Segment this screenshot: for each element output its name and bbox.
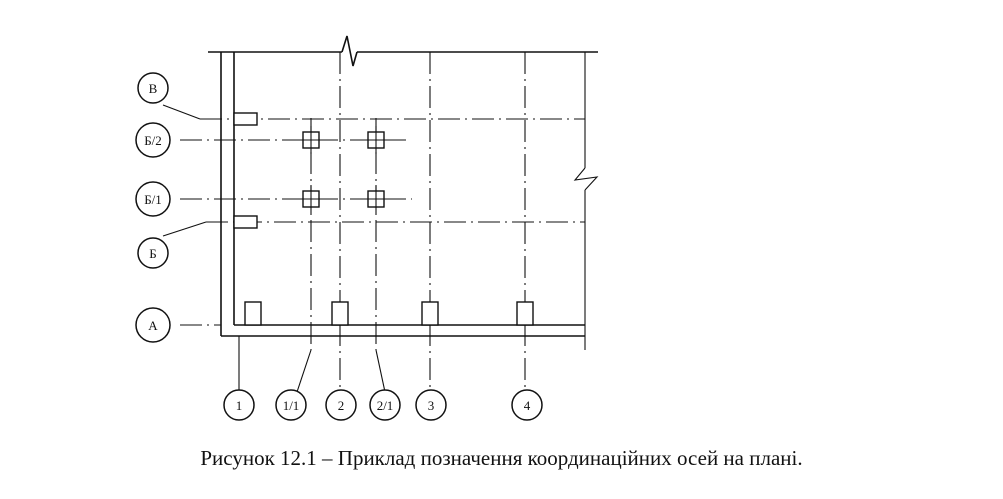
row-marker-v: В bbox=[137, 72, 169, 104]
left-wall bbox=[220, 52, 235, 336]
column-label-c1: 1 bbox=[236, 398, 243, 413]
column-label-c4: 4 bbox=[524, 398, 531, 413]
bottom-pilasters bbox=[244, 301, 534, 326]
column-b1-c11 bbox=[297, 185, 325, 213]
column-axis-markers: 1 1/1 2 2/1 3 4 bbox=[223, 389, 543, 421]
row-marker-b1: Б/1 bbox=[135, 181, 171, 217]
figure-caption: Рисунок 12.1 – Приклад позначення коорди… bbox=[200, 446, 803, 470]
column-label-c21: 2/1 bbox=[377, 398, 394, 413]
right-boundary bbox=[573, 52, 599, 350]
pilaster-a-c4 bbox=[516, 301, 534, 326]
pilaster-a-c1 bbox=[244, 301, 262, 326]
column-marker-c11: 1/1 bbox=[275, 389, 307, 421]
column-b2-c11 bbox=[297, 126, 325, 154]
column-b2-c21 bbox=[362, 126, 390, 154]
column-label-c11: 1/1 bbox=[283, 398, 300, 413]
pilaster-a-c3 bbox=[421, 301, 439, 326]
interior-columns bbox=[297, 126, 390, 213]
pilaster-a-c2 bbox=[331, 301, 349, 326]
row-label-b1: Б/1 bbox=[144, 192, 162, 207]
row-label-b: Б bbox=[149, 246, 156, 261]
bottom-wall bbox=[221, 324, 585, 337]
column-marker-c2: 2 bbox=[325, 389, 357, 421]
row-label-b2: Б/2 bbox=[144, 133, 162, 148]
row-axis-markers: В Б/2 Б/1 Б А bbox=[135, 72, 171, 343]
column-label-c3: 3 bbox=[428, 398, 435, 413]
leader-v bbox=[162, 104, 201, 120]
column-label-c2: 2 bbox=[338, 398, 345, 413]
pilaster-b bbox=[233, 215, 258, 229]
column-marker-c1: 1 bbox=[223, 389, 255, 421]
row-label-v: В bbox=[149, 81, 158, 96]
row-marker-b: Б bbox=[137, 237, 169, 269]
column-marker-c3: 3 bbox=[415, 389, 447, 421]
column-marker-c21: 2/1 bbox=[369, 389, 401, 421]
row-marker-b2: Б/2 bbox=[135, 122, 171, 158]
top-boundary bbox=[208, 35, 598, 67]
wall-pilasters bbox=[233, 112, 258, 229]
row-marker-a: А bbox=[135, 307, 171, 343]
column-b1-c21 bbox=[362, 185, 390, 213]
leader-c21 bbox=[375, 349, 386, 393]
pilaster-v bbox=[233, 112, 258, 126]
leader-b bbox=[162, 221, 207, 237]
column-marker-c4: 4 bbox=[511, 389, 543, 421]
row-label-a: А bbox=[148, 318, 158, 333]
leader-c11 bbox=[296, 349, 312, 393]
column-axis-lines bbox=[310, 52, 526, 392]
